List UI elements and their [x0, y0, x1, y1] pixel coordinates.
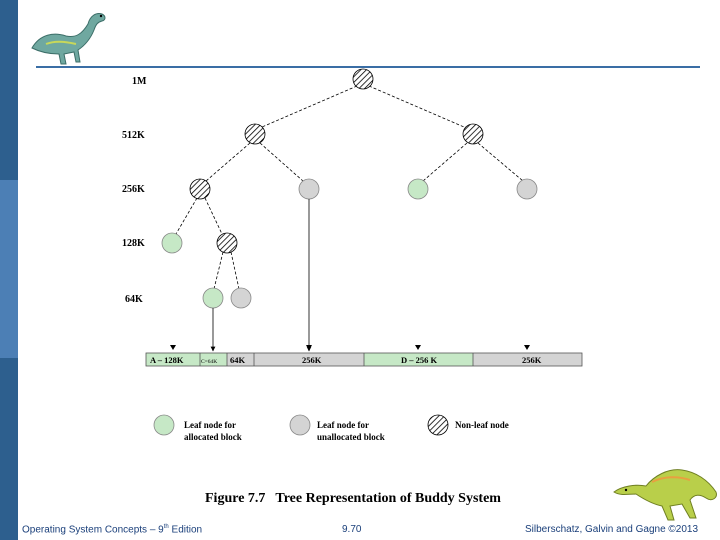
footer-page-number: 9.70 — [342, 524, 362, 535]
figure-number: Figure 7.7 — [205, 491, 266, 506]
legend-nonleaf-label: Non-leaf node — [455, 420, 509, 430]
legend-unallocated-line1: Leaf node for — [317, 420, 369, 430]
mem-label-a: A – 128K — [150, 355, 184, 365]
node-128k-1-allocated — [161, 232, 183, 254]
tree-edges — [175, 85, 524, 290]
node-1m-nonleaf — [352, 68, 374, 90]
mem-seg-64k — [227, 353, 254, 366]
node-256k-3-allocated — [407, 178, 429, 200]
dinosaur-bottom-icon — [613, 469, 717, 521]
mem-tick-markers — [170, 345, 530, 350]
figure-title: Tree Representation of Buddy System — [275, 491, 501, 506]
strip-bottom — [0, 358, 18, 540]
legend-nonleaf-swatch — [427, 414, 449, 436]
footer-edition: Edition — [168, 524, 203, 536]
header-rule — [36, 66, 700, 68]
legend-unallocated-swatch — [289, 414, 311, 436]
mem-label-64k: 64K — [230, 355, 246, 365]
node-256k-2-unallocated — [298, 178, 320, 200]
leaf-arrows — [210, 199, 312, 352]
mem-label-c: C=64K — [201, 359, 217, 365]
mem-seg-d — [364, 353, 473, 366]
mem-seg-256k-a — [254, 353, 364, 366]
side-strip — [0, 0, 18, 540]
level-label-256k: 256K — [122, 184, 145, 195]
mem-seg-256k-b — [473, 353, 582, 366]
footer-edition-sup: th — [163, 524, 169, 530]
legend-allocated-swatch — [153, 414, 175, 436]
node-256k-4-unallocated — [516, 178, 538, 200]
dinosaur-top-icon — [31, 13, 106, 65]
mem-label-256k-b: 256K — [522, 355, 542, 365]
figure-caption: Figure 7.7 Tree Representation of Buddy S… — [205, 491, 511, 507]
legend-allocated-line2: allocated block — [184, 432, 242, 442]
memory-bar: A – 128K C=64K 64K 256K D – 256 K 256K — [145, 345, 583, 367]
level-label-1m: 1M — [132, 76, 147, 87]
node-512k-right-nonleaf — [462, 123, 484, 145]
footer-book-title: Operating System Concepts – 9th Edition — [22, 524, 202, 535]
node-64k-1-allocated — [202, 287, 224, 309]
node-128k-2-nonleaf — [216, 232, 238, 254]
mem-seg-c — [200, 353, 227, 366]
strip-top — [0, 0, 18, 180]
level-label-64k: 64K — [125, 294, 143, 305]
mem-seg-a — [146, 353, 200, 366]
legend-unallocated-line2: unallocated block — [317, 432, 385, 442]
strip-mid — [0, 180, 18, 358]
node-64k-2-unallocated — [230, 287, 252, 309]
legend-allocated-line1: Leaf node for — [184, 420, 236, 430]
level-label-512k: 512K — [122, 130, 145, 141]
node-256k-1-nonleaf — [189, 178, 211, 200]
legend: Leaf node for allocated block Leaf node … — [153, 414, 509, 442]
node-512k-left-nonleaf — [244, 123, 266, 145]
footer-copyright: Silberschatz, Galvin and Gagne ©2013 — [525, 524, 699, 535]
footer-book: Operating System Concepts – 9 — [22, 524, 164, 536]
level-label-128k: 128K — [122, 238, 145, 249]
mem-label-d: D – 256 K — [401, 355, 438, 365]
mem-label-256k-a: 256K — [302, 355, 322, 365]
